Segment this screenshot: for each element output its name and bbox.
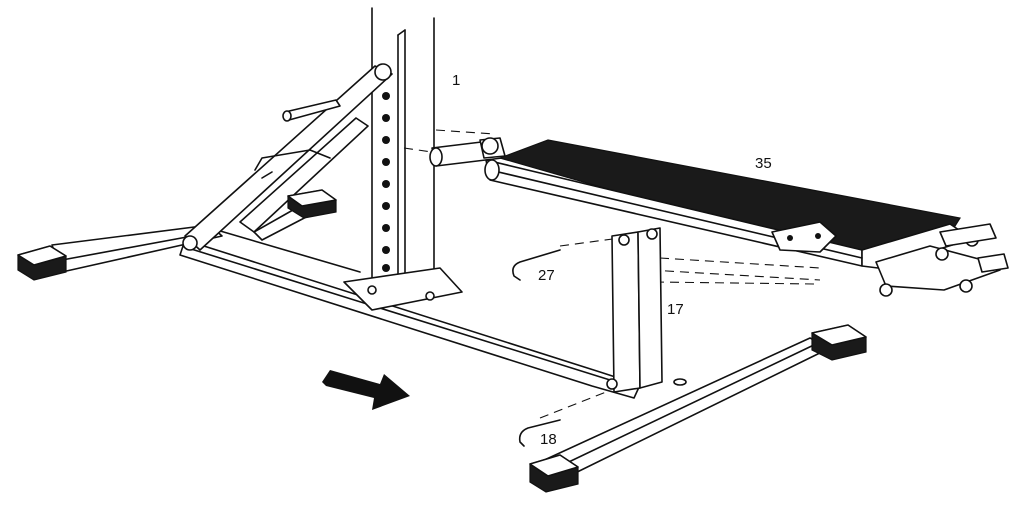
direction-arrow — [322, 370, 410, 410]
callout-17: 17 — [667, 301, 684, 318]
pivot-tube — [429, 137, 506, 167]
callout-35: 35 — [755, 155, 772, 172]
callout-18: 18 — [540, 431, 557, 448]
front-foot-bar — [529, 324, 867, 493]
diagonal-support-arms — [182, 63, 393, 251]
alignment-lines — [403, 129, 821, 419]
bench-pad — [484, 139, 963, 269]
side-pin — [282, 99, 341, 122]
adjustment-holes — [382, 92, 390, 272]
pin-27 — [512, 249, 561, 281]
pin-18 — [518, 419, 561, 447]
leg-support — [606, 227, 687, 393]
left-foot-bar — [17, 224, 223, 281]
callout-labels: 1 35 27 17 18 — [452, 72, 772, 448]
rear-bracket — [875, 223, 1009, 297]
base-frame-bar — [179, 227, 641, 399]
callout-1: 1 — [452, 72, 460, 89]
callout-27: 27 — [538, 267, 555, 284]
bench-bracket — [771, 221, 837, 253]
